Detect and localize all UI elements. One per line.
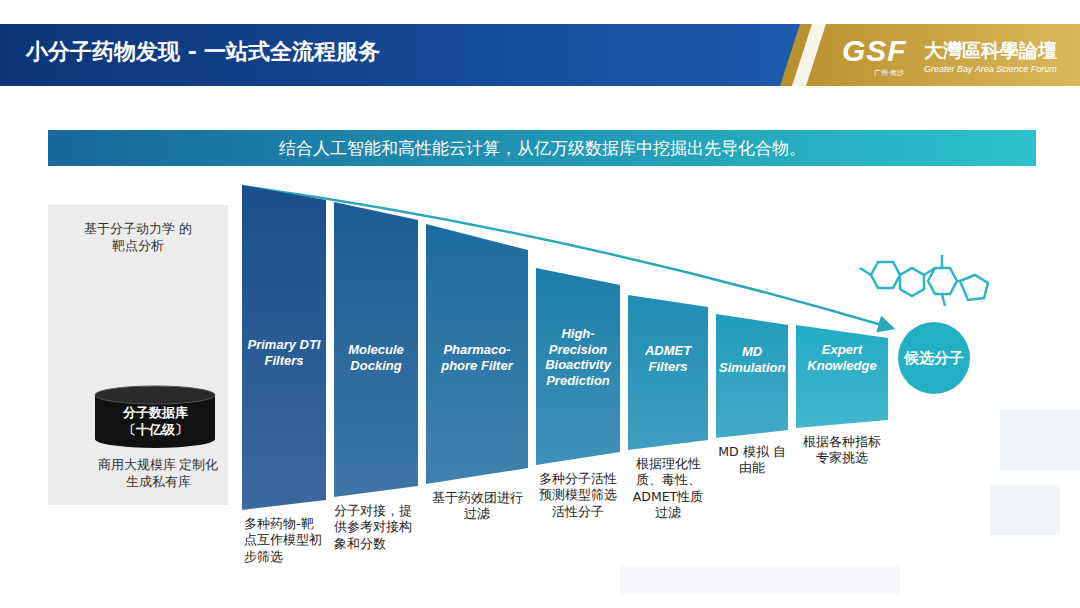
- funnel-stage: ADMET Filters根据理化性质、毒性、ADMET性质过滤: [628, 295, 708, 450]
- banner-ground: [48, 130, 1036, 166]
- database-label: 分子数据库 〔十亿级〕: [108, 405, 202, 439]
- stage-label: MD Simulation: [719, 344, 785, 375]
- stage-description: 多种药物-靶点互作模型初步筛选: [244, 516, 324, 565]
- funnel-stage: Molecule Docking分子对接，提供参考对接构象和分数: [334, 202, 418, 497]
- funnel-stage: Pharmaco- phore Filter基于药效团进行过滤: [426, 224, 528, 484]
- header-stripe: [792, 24, 826, 86]
- stage-label: Molecule Docking: [337, 342, 415, 373]
- stage-description: 根据各种指标 专家挑选: [796, 434, 888, 467]
- logo-name-en: Greater Bay Area Science Forum: [924, 64, 1057, 74]
- stage-description: 根据理化性质、毒性、ADMET性质过滤: [628, 456, 708, 521]
- funnel-stage: High- Precision Bioactivity Prediction多种…: [536, 268, 620, 465]
- funnel-stage: Primary DTI Filters多种药物-靶点互作模型初步筛选: [242, 185, 326, 510]
- funnel-stage: MD SimulationMD 模拟 自由能: [716, 314, 788, 438]
- candidate-circle: 候选分子: [898, 322, 970, 394]
- molecule-icon: [860, 255, 988, 306]
- header-bar: [0, 24, 820, 86]
- stage-description: 分子对接，提供参考对接构象和分数: [334, 503, 418, 552]
- header-gold: [780, 24, 1080, 86]
- deco-square: [620, 565, 900, 595]
- panel-note: 商用大规模库 定制化生成私有库: [96, 457, 220, 491]
- panel-heading: 基于分子动力学 的靶点分析: [82, 221, 194, 255]
- stage-description: 基于药效团进行过滤: [426, 490, 528, 523]
- stage-label: Primary DTI Filters: [245, 337, 323, 368]
- stage-label: High- Precision Bioactivity Prediction: [539, 326, 617, 388]
- stage-description: MD 模拟 自由能: [716, 444, 788, 477]
- logo-name: 大灣區科學論壇: [924, 38, 1057, 64]
- source-panel: 基于分子动力学 的靶点分析商用大规模库 定制化生成私有库分子数据库 〔十亿级〕: [48, 205, 228, 505]
- stage-label: ADMET Filters: [631, 343, 705, 374]
- stage-shape: [796, 325, 888, 428]
- stage-shape: [716, 314, 788, 438]
- slide-title: 小分子药物发现 - 一站式全流程服务: [26, 37, 380, 67]
- banner-text: 结合人工智能和高性能云计算，从亿万级数据库中挖掘出先导化合物。: [279, 137, 806, 160]
- stage-label: Expert Knowledge: [799, 342, 885, 373]
- candidate-label: 候选分子: [904, 349, 964, 368]
- stage-description: 多种分子活性预测模型筛选活性分子: [536, 471, 620, 520]
- logo-place: 广州·南沙: [874, 68, 904, 78]
- funnel-stage: Expert Knowledge根据各种指标 专家挑选: [796, 325, 888, 428]
- deco-square: [1000, 410, 1080, 470]
- database-cylinder: 分子数据库 〔十亿级〕: [94, 385, 216, 449]
- deco-square: [990, 485, 1060, 535]
- logo-mark: GSF: [842, 34, 907, 68]
- banner: 结合人工智能和高性能云计算，从亿万级数据库中挖掘出先导化合物。: [48, 130, 1036, 166]
- stage-label: Pharmaco- phore Filter: [429, 342, 525, 373]
